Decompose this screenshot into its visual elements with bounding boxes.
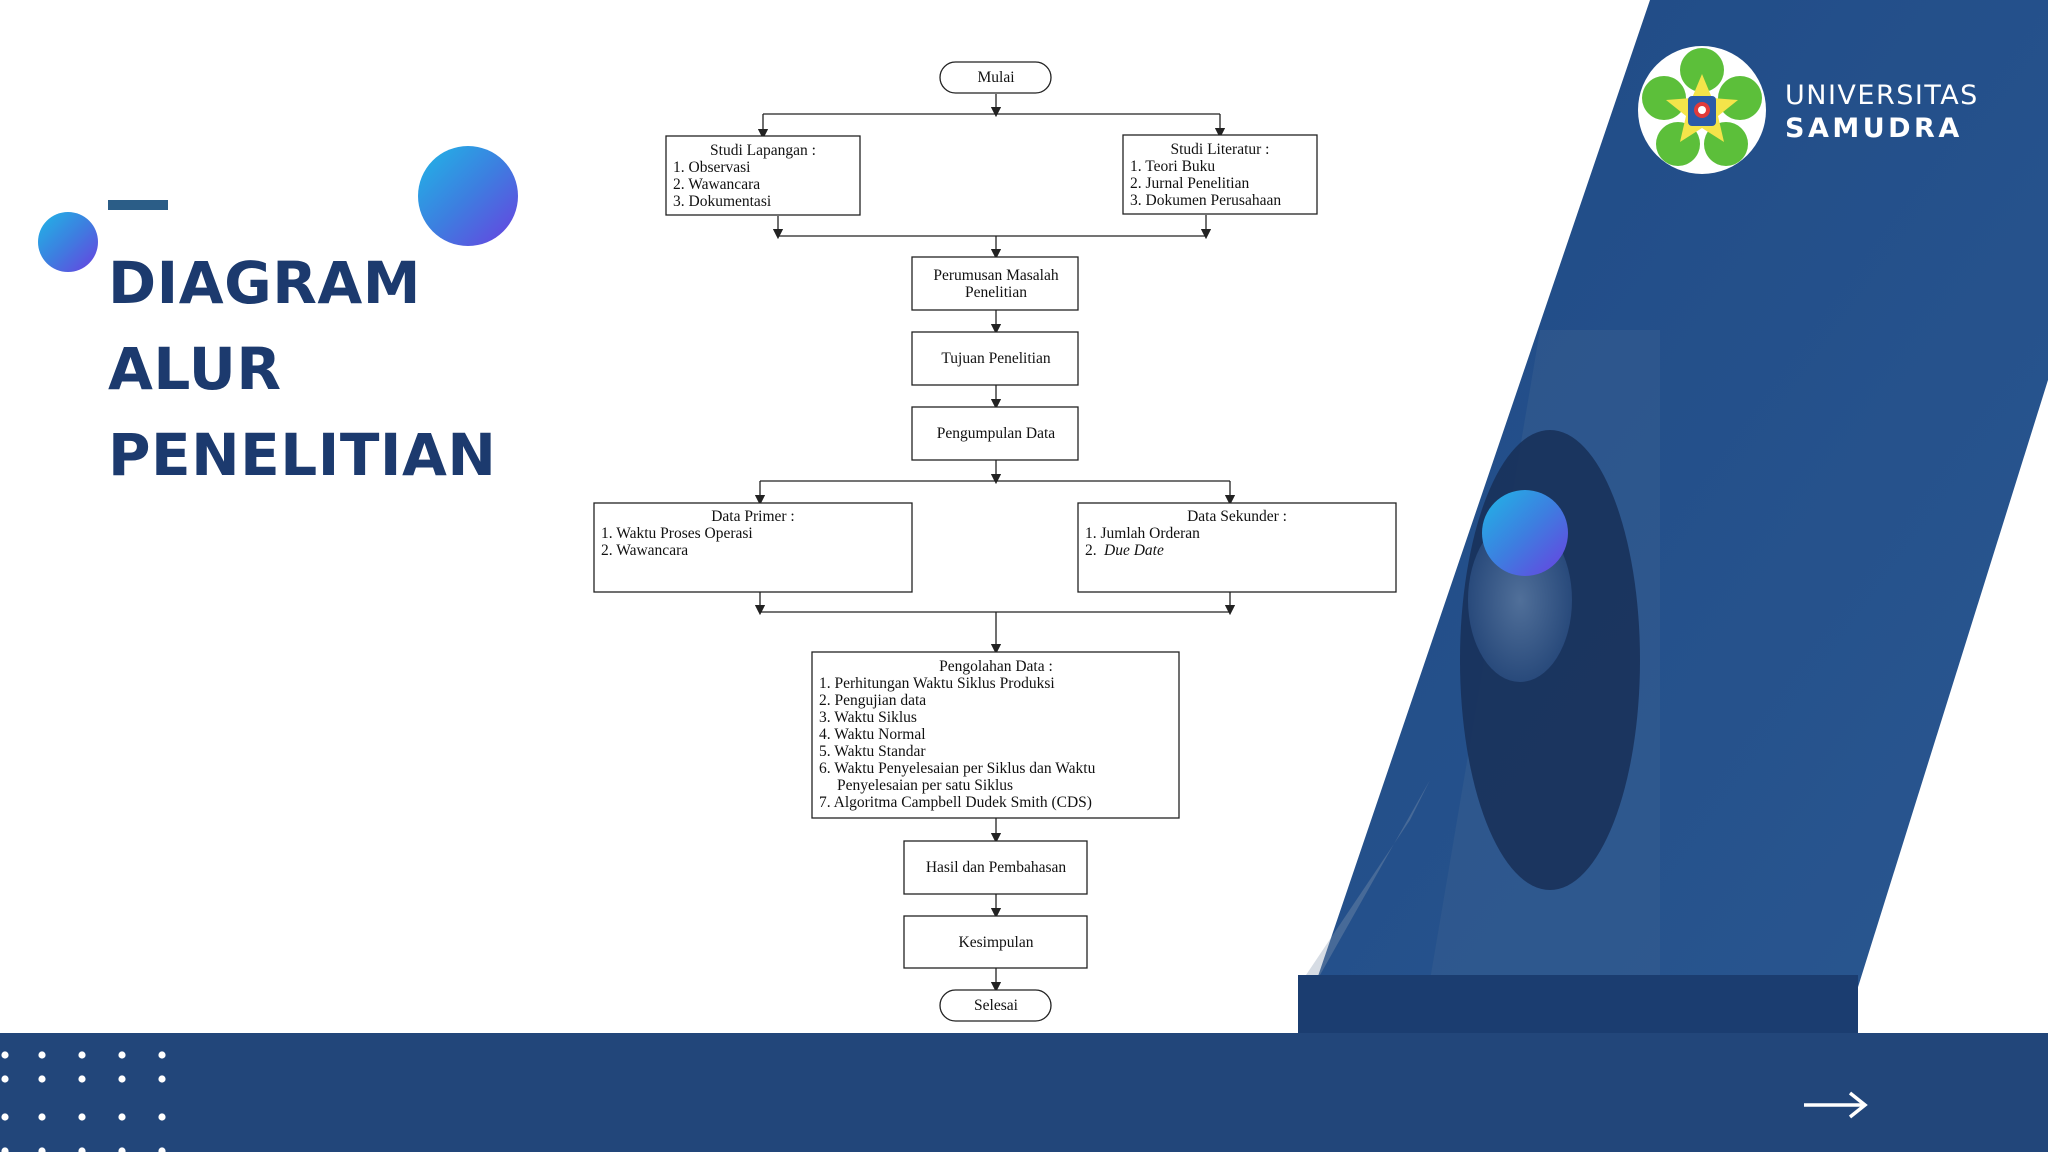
pengolahan-item: 7. Algoritma Campbell Dudek Smith (CDS) — [819, 794, 1092, 811]
decor-circle-small — [38, 212, 98, 272]
studi-literatur-box: Studi Literatur : 1. Teori Buku 2. Jurna… — [1122, 134, 1318, 215]
title-line-1: DIAGRAM — [108, 249, 421, 317]
decor-circle-large — [418, 146, 518, 246]
start-node: Mulai — [939, 61, 1052, 94]
title-line-2: ALUR — [108, 335, 282, 403]
pengumpulan-box: Pengumpulan Data — [911, 406, 1079, 461]
pengolahan-item: 5. Waktu Standar — [819, 743, 926, 760]
studi-literatur-title: Studi Literatur : — [1170, 141, 1269, 158]
hasil-label: Hasil dan Pembahasan — [926, 859, 1067, 876]
hasil-box: Hasil dan Pembahasan — [903, 840, 1088, 895]
data-sekunder-item-italic: Due Date — [1103, 542, 1164, 559]
pengumpulan-label: Pengumpulan Data — [937, 425, 1055, 442]
footer-dot-grid — [1, 1051, 166, 1152]
pengolahan-item: 6. Waktu Penyelesaian per Siklus dan Wak… — [819, 760, 1096, 777]
studi-lapangan-item: 2. Wawancara — [673, 176, 760, 193]
perumusan-box: Perumusan Masalah Penelitian — [911, 256, 1079, 311]
studi-literatur-item: 3. Dokumen Perusahaan — [1130, 192, 1281, 209]
end-node: Selesai — [939, 989, 1052, 1022]
panel-bottom-band — [1298, 975, 1858, 1035]
data-primer-box: Data Primer : 1. Waktu Proses Operasi 2.… — [593, 502, 913, 593]
university-name-line1: UNIVERSITAS — [1785, 80, 1979, 111]
university-name-line2: SAMUDRA — [1785, 113, 1963, 144]
data-sekunder-title: Data Sekunder : — [1187, 508, 1287, 525]
data-primer-item: 2. Wawancara — [601, 542, 688, 559]
pengolahan-box: Pengolahan Data : 1. Perhitungan Waktu S… — [811, 651, 1180, 819]
data-primer-item: 1. Waktu Proses Operasi — [601, 525, 753, 542]
data-sekunder-item: 2. — [1085, 542, 1097, 559]
flowchart-connectors — [754, 94, 1236, 993]
kesimpulan-box: Kesimpulan — [903, 915, 1088, 969]
studi-lapangan-title: Studi Lapangan : — [710, 142, 816, 159]
data-sekunder-item: 1. Jumlah Orderan — [1085, 525, 1200, 542]
pengolahan-item: 1. Perhitungan Waktu Siklus Produksi — [819, 675, 1055, 692]
studi-lapangan-item: 1. Observasi — [673, 159, 751, 176]
university-logo — [1638, 46, 1766, 174]
perumusan-line: Penelitian — [965, 284, 1027, 301]
studi-literatur-item: 1. Teori Buku — [1130, 158, 1215, 175]
next-arrow-icon[interactable] — [1800, 1090, 1870, 1120]
end-label: Selesai — [974, 997, 1019, 1014]
pengolahan-item: 4. Waktu Normal — [819, 726, 926, 743]
title-line-3: PENELITIAN — [108, 421, 497, 489]
studi-literatur-item: 2. Jurnal Penelitian — [1130, 175, 1249, 192]
title-accent-bar — [108, 200, 168, 210]
decor-circle-panel — [1482, 490, 1568, 576]
pengolahan-item: 2. Pengujian data — [819, 692, 926, 709]
tujuan-box: Tujuan Penelitian — [911, 331, 1079, 386]
start-label: Mulai — [977, 69, 1015, 86]
pengolahan-title: Pengolahan Data : — [939, 658, 1053, 675]
studi-lapangan-item: 3. Dokumentasi — [673, 193, 772, 210]
pengolahan-item: 3. Waktu Siklus — [819, 709, 917, 726]
tujuan-label: Tujuan Penelitian — [941, 350, 1050, 367]
perumusan-line: Perumusan Masalah — [933, 267, 1059, 284]
footer-band — [0, 1033, 2048, 1152]
studi-lapangan-box: Studi Lapangan : 1. Observasi 2. Wawanca… — [665, 135, 861, 216]
data-primer-title: Data Primer : — [711, 508, 795, 525]
data-sekunder-box: Data Sekunder : 1. Jumlah Orderan 2. Due… — [1077, 502, 1397, 593]
kesimpulan-label: Kesimpulan — [959, 934, 1034, 951]
pengolahan-item: Penyelesaian per satu Siklus — [837, 777, 1013, 794]
